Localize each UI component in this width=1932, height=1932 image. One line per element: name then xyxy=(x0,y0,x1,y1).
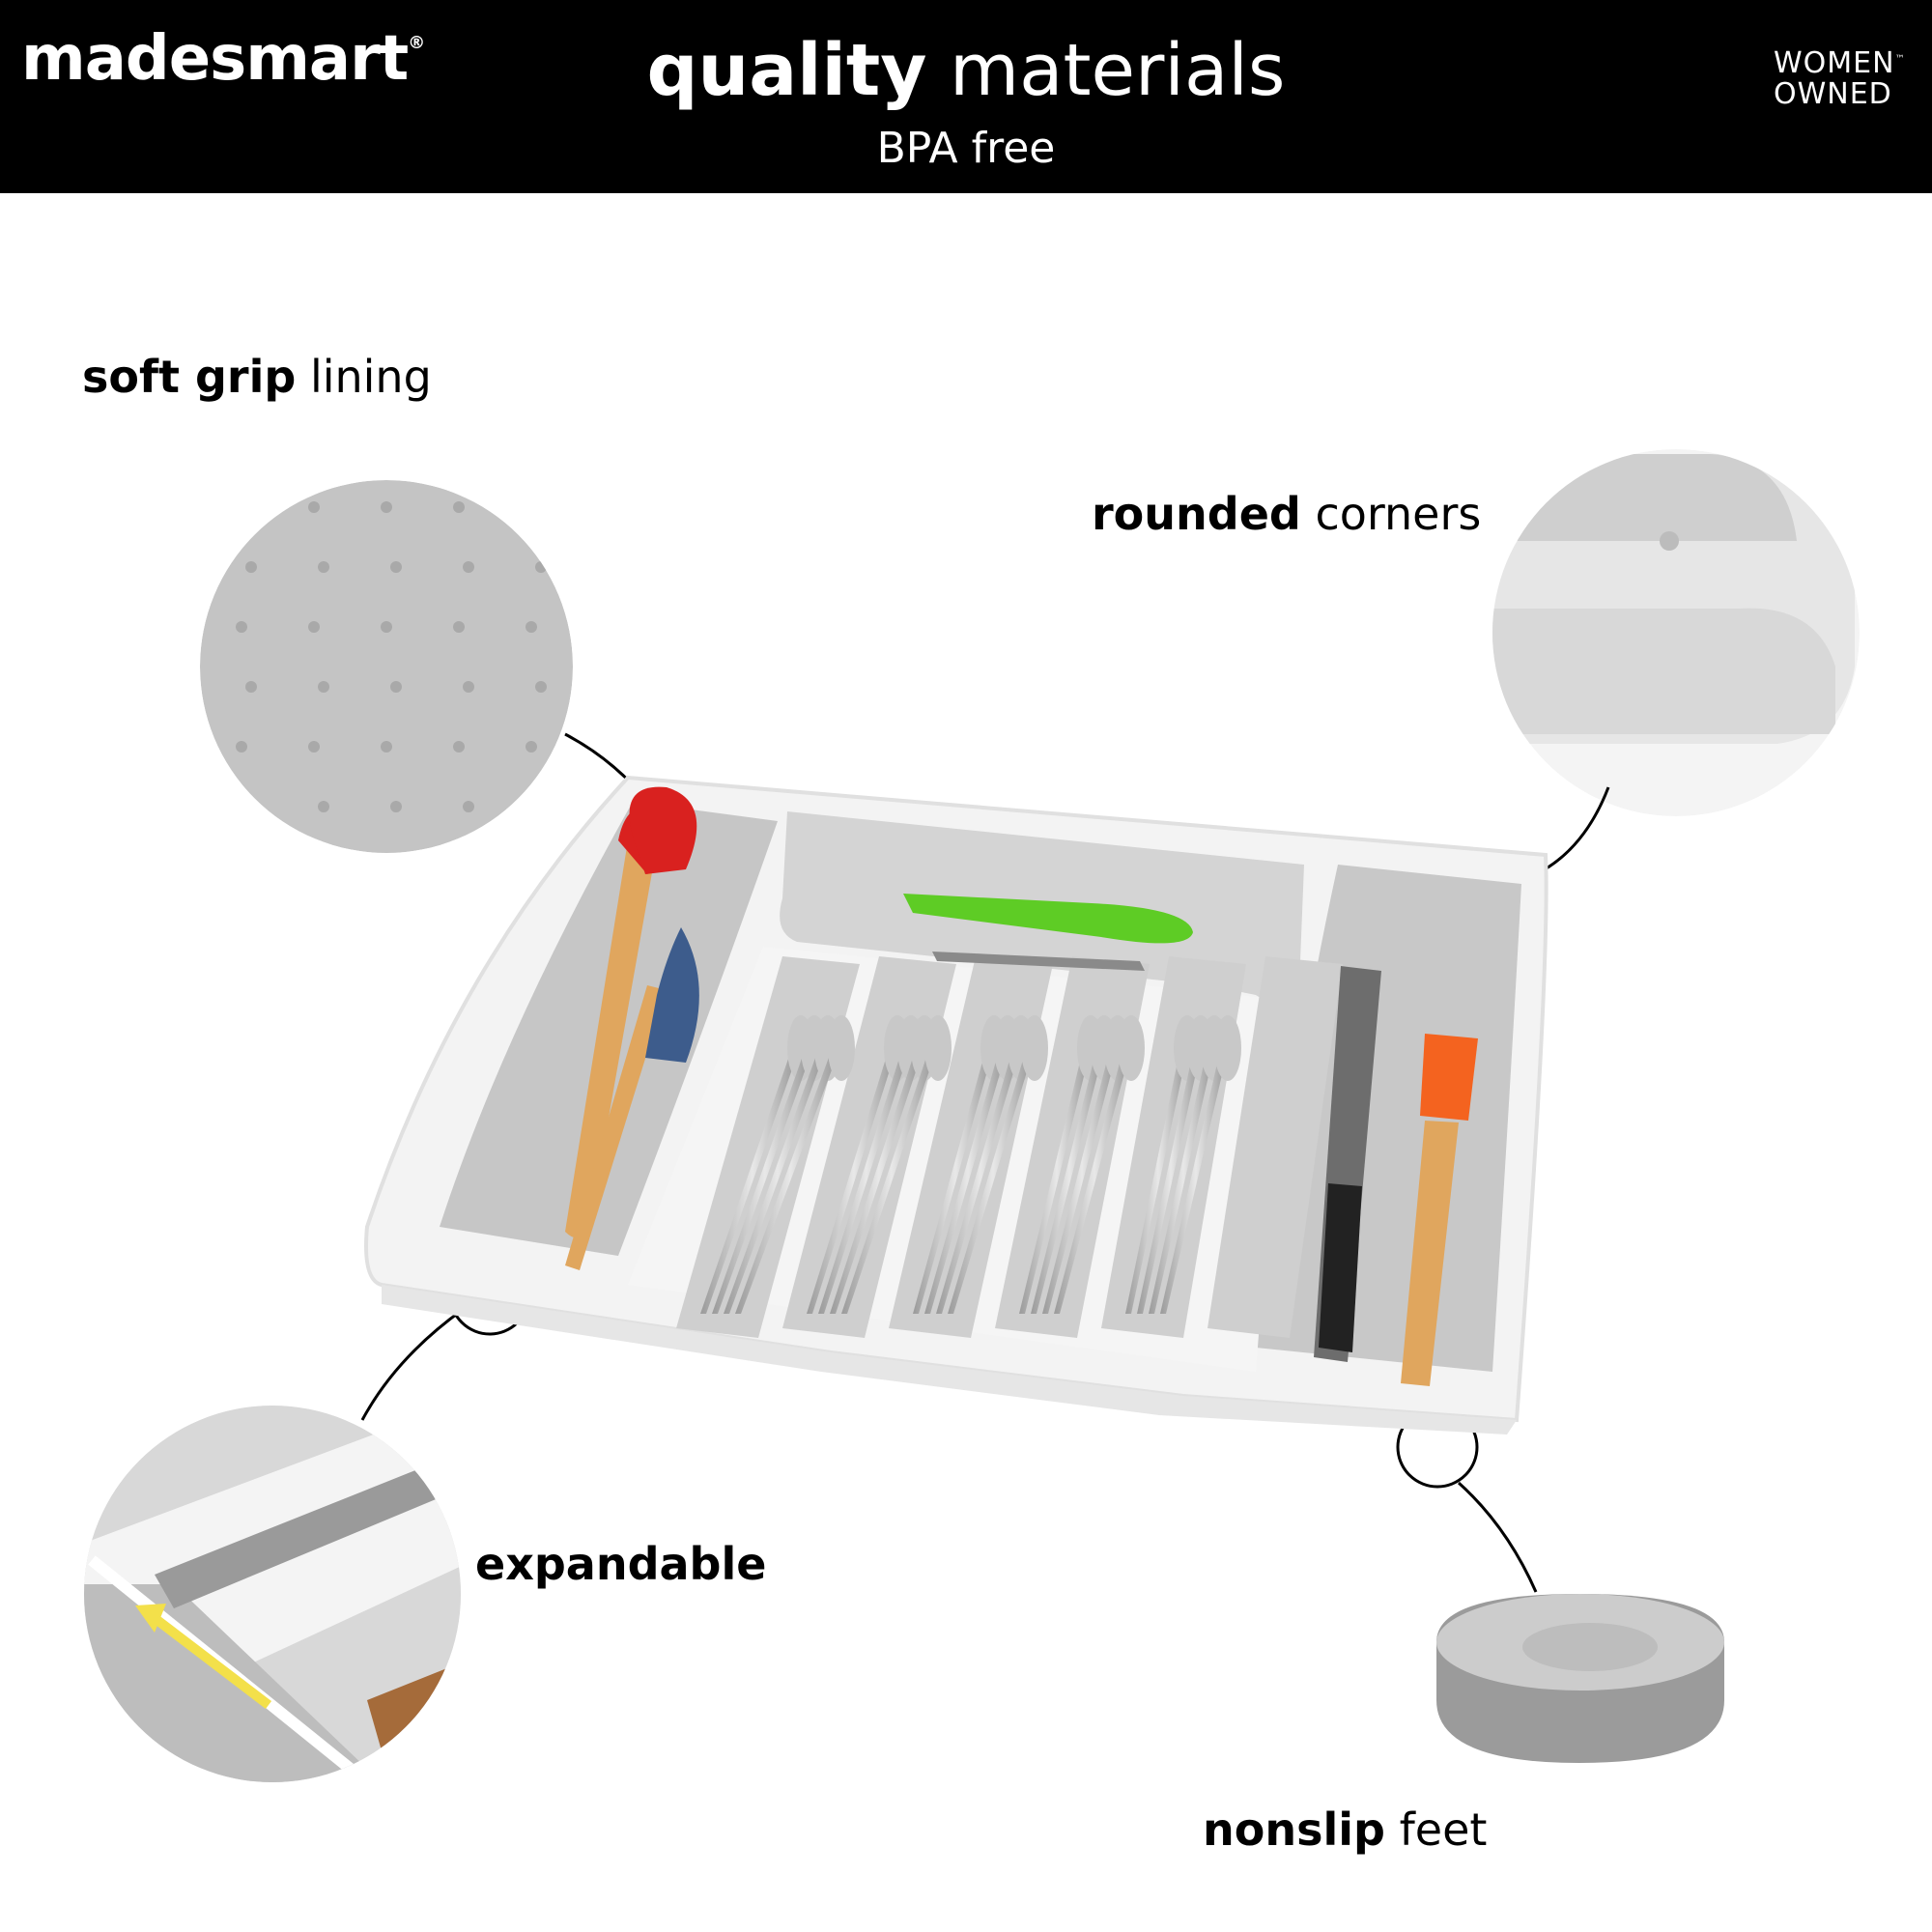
grip-dot xyxy=(463,681,474,693)
grip-dot xyxy=(598,621,610,633)
grip-dot xyxy=(318,681,329,693)
cutlery-piece xyxy=(818,1034,915,1314)
grip-dot xyxy=(598,501,610,513)
grip-dot xyxy=(308,741,320,753)
grip-dot xyxy=(526,621,537,633)
cutlery-piece xyxy=(1054,1034,1135,1314)
cutlery-piece xyxy=(948,1034,1038,1314)
cutlery-piece xyxy=(924,1034,1011,1314)
cutlery-piece xyxy=(1137,1034,1205,1314)
grip-dot xyxy=(608,681,619,693)
grip-dot xyxy=(453,861,465,872)
cutlery-piece xyxy=(830,1034,928,1314)
feature-rounded-corners: rounded corners xyxy=(1092,488,1482,540)
grip-dot xyxy=(535,801,547,812)
rounded-corner-detail xyxy=(1492,449,1860,816)
cutlery-head xyxy=(1118,1015,1145,1081)
cutlery-head xyxy=(1021,1015,1048,1081)
grip-dot xyxy=(236,501,247,513)
grip-dot xyxy=(236,741,247,753)
cutlery-piece xyxy=(1125,1034,1191,1314)
women-owned-badge: WOMEN™ OWNED xyxy=(1774,46,1906,111)
headline: quality materials xyxy=(646,29,1286,112)
grip-dot xyxy=(390,681,402,693)
grip-dot xyxy=(245,561,257,573)
grip-dot xyxy=(463,801,474,812)
grip-dot xyxy=(245,801,257,812)
cutlery-set xyxy=(700,1015,1241,1314)
spatula xyxy=(645,927,699,1063)
grip-dot xyxy=(381,861,392,872)
grip-dot xyxy=(608,561,619,573)
cutlery-piece xyxy=(1019,1034,1094,1314)
cutlery-piece xyxy=(724,1034,832,1314)
grip-dot xyxy=(670,741,682,753)
grip-dot xyxy=(236,861,247,872)
expandable-detail xyxy=(84,1406,461,1782)
grip-dot xyxy=(526,741,537,753)
cutlery-piece xyxy=(1042,1034,1122,1314)
grip-dot xyxy=(308,501,320,513)
grip-dot xyxy=(598,741,610,753)
feature-expandable: expandable xyxy=(475,1538,767,1590)
grip-dot xyxy=(670,621,682,633)
cutlery-piece xyxy=(913,1034,998,1314)
grip-dot xyxy=(526,501,537,513)
grip-dot xyxy=(318,801,329,812)
yellow-arrow-icon xyxy=(151,1614,272,1709)
top-banner: madesmart® quality materials BPA free WO… xyxy=(0,0,1932,193)
pasta-spoon xyxy=(629,786,697,874)
cutlery-head xyxy=(828,1015,855,1081)
cutlery-piece xyxy=(700,1034,805,1314)
grip-dot xyxy=(670,501,682,513)
cutlery-head xyxy=(1214,1015,1241,1081)
cutlery-tray xyxy=(364,775,1548,1435)
grip-dot xyxy=(535,561,547,573)
cutlery-piece xyxy=(841,1034,942,1314)
grip-dot xyxy=(535,681,547,693)
grip-dot xyxy=(236,621,247,633)
wooden-handle xyxy=(565,840,657,1238)
grip-dot xyxy=(318,561,329,573)
brand-logo: madesmart® xyxy=(21,23,425,95)
cutlery-piece xyxy=(807,1034,901,1314)
cutlery-piece xyxy=(735,1034,845,1314)
grip-dot xyxy=(390,801,402,812)
grip-dot xyxy=(453,621,465,633)
grip-dot xyxy=(680,561,692,573)
cutlery-piece xyxy=(1149,1034,1218,1314)
tray-slot xyxy=(1208,956,1343,1338)
grip-dot xyxy=(390,561,402,573)
basting-brush xyxy=(1420,1034,1478,1121)
cutlery-piece xyxy=(1160,1034,1232,1314)
grip-dot xyxy=(308,861,320,872)
grip-dot xyxy=(381,741,392,753)
grip-dot xyxy=(526,861,537,872)
subline: BPA free xyxy=(876,124,1056,173)
nonslip-foot xyxy=(1436,1594,1724,1763)
grip-dot xyxy=(453,741,465,753)
feature-nonslip-feet: nonslip feet xyxy=(1203,1804,1488,1856)
feature-soft-grip: soft grip lining xyxy=(82,351,432,403)
grip-dot xyxy=(463,561,474,573)
grip-dot xyxy=(680,681,692,693)
cutlery-piece xyxy=(1031,1034,1108,1314)
cutlery-head xyxy=(924,1015,952,1081)
grip-dot xyxy=(381,501,392,513)
grip-dot xyxy=(245,681,257,693)
peeler xyxy=(903,894,1193,944)
grip-dot xyxy=(381,621,392,633)
grip-dot xyxy=(308,621,320,633)
grip-dot xyxy=(453,501,465,513)
cutlery-piece xyxy=(712,1034,818,1314)
cutlery-piece xyxy=(936,1034,1025,1314)
